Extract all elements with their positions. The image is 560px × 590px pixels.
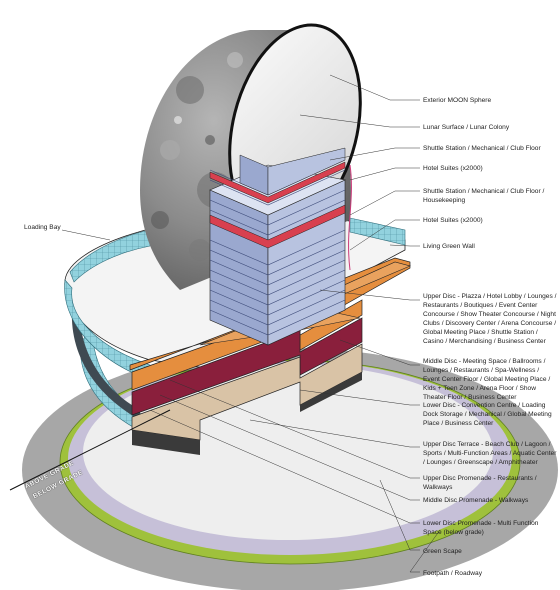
label-upper-disc: Upper Disc - Plazza / Hotel Lobby / Loun… — [423, 293, 557, 345]
shuttle-floor-top — [209, 161, 346, 204]
elevator-shaft-line — [348, 164, 352, 271]
grade-line — [9, 409, 171, 491]
hotel-tower — [209, 147, 346, 346]
shuttle-floor-mid — [209, 204, 346, 249]
loading-bay-glass — [69, 229, 151, 283]
label-hotel-suites-top: Hotel Suites (x2000) — [423, 165, 483, 172]
label-loading-bay: Loading Bay — [24, 224, 61, 231]
label-middle-disc: Middle Disc - Meeting Space / Ballrooms … — [423, 358, 551, 401]
label-exterior-moon: Exterior MOON Sphere — [423, 97, 492, 104]
tower-left-face — [209, 189, 269, 346]
label-lunar-surface: Lunar Surface / Lunar Colony — [423, 124, 510, 131]
label-living-green-wall: Living Green Wall — [423, 243, 475, 250]
lower-disc-base — [132, 430, 200, 455]
label-upper-disc-promenade: Upper Disc Promenade - Restaurants / Wal… — [423, 475, 537, 491]
lower-disc-base-right — [300, 372, 362, 412]
tower-upper-right — [267, 147, 346, 196]
label-middle-disc-promenade: Middle Disc Promenade - Walkways — [423, 497, 529, 504]
label-shuttle-station-top: Shuttle Station / Mechanical / Club Floo… — [423, 145, 541, 152]
label-hotel-suites-bottom: Hotel Suites (x2000) — [423, 217, 483, 224]
label-lower-disc-promenade: Lower Disc Promenade - Multi Function Sp… — [423, 520, 539, 536]
label-lower-disc: Lower Disc - Convention Centre / Loading… — [423, 402, 552, 427]
label-green-scape: Green Scape — [423, 548, 462, 555]
middle-disc-section — [131, 317, 363, 416]
leader-lines — [61, 74, 441, 573]
label-upper-disc-terrace: Upper Disc Terrace - Beach Club / Lagoon… — [423, 441, 557, 466]
label-footpath: Footpath / Roadway — [423, 570, 483, 577]
label-shuttle-station-mid: Shuttle Station / Mechanical / Club Floo… — [423, 188, 545, 204]
